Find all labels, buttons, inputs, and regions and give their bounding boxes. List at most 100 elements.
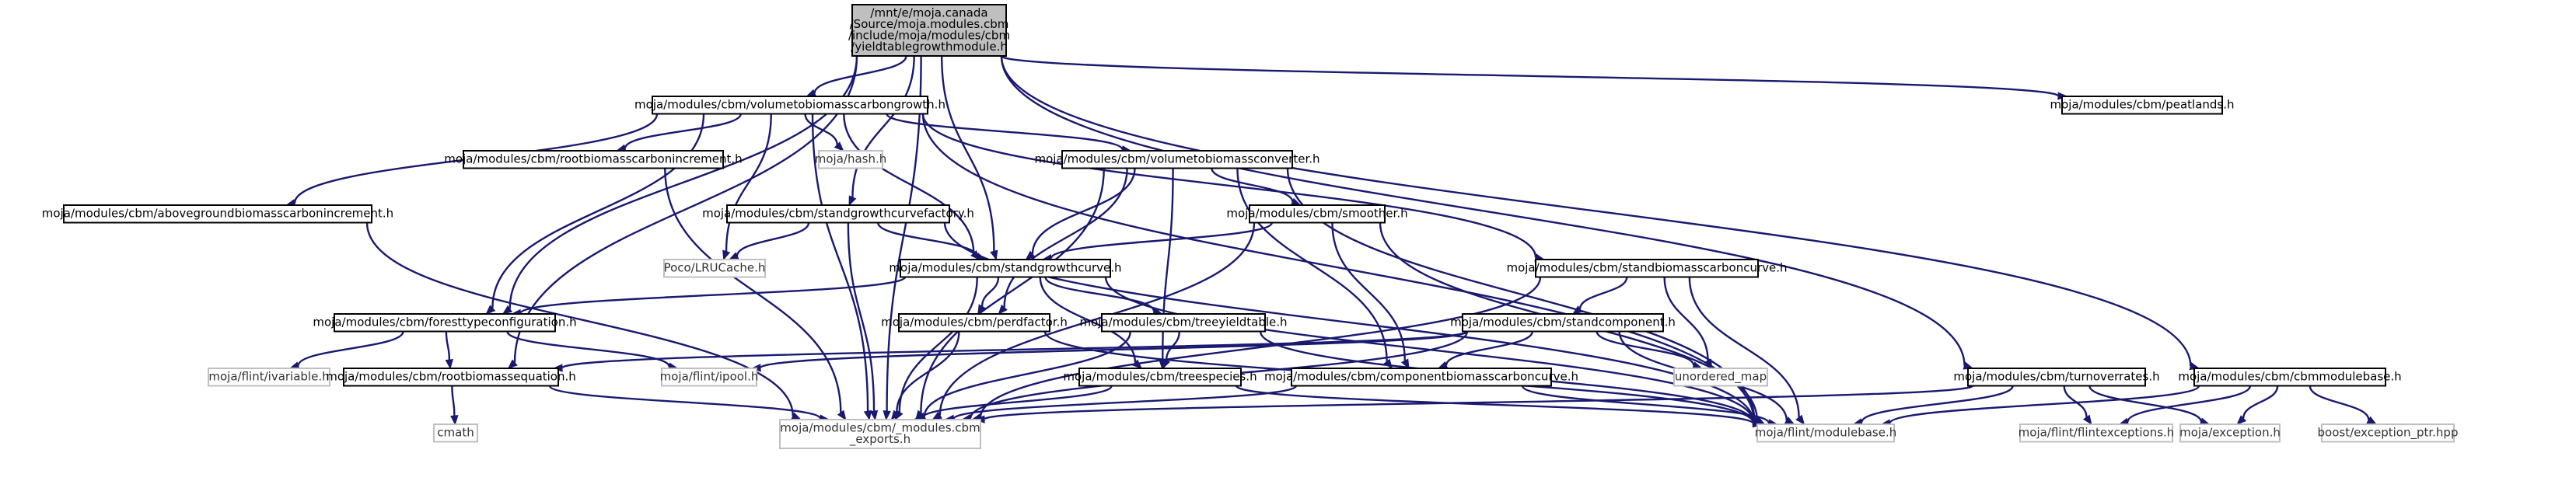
edge-volumetobiomassconverter-to-smoother <box>1211 168 1294 203</box>
node-box <box>1249 204 1386 224</box>
node-box <box>900 259 1111 278</box>
edge-standbiomasscarboncurve-to-exports <box>979 277 1542 418</box>
edge-root-to-exports <box>886 55 922 412</box>
node-hash: moja/hash.h <box>815 150 887 169</box>
node-label: moja/modules/cbm/rootbiomasscarbonincrem… <box>444 152 742 166</box>
edge-arrowhead <box>883 410 891 421</box>
header-nodes: /mnt/e/moja.canada/Source/moja.modules.c… <box>42 4 2459 449</box>
node-label: moja/modules/cbm/treeyieldtable.h <box>1079 315 1287 329</box>
edge-arrowhead <box>869 410 879 421</box>
node-root[interactable]: /mnt/e/moja.canada/Source/moja.modules.c… <box>848 4 1010 57</box>
node-treespecies[interactable]: moja/modules/cbm/treespecies.h <box>1063 368 1257 387</box>
edge-arrowhead <box>485 305 496 315</box>
edge-volumetobiomasscarbongrowth-to-modulebase <box>921 113 1755 422</box>
edge-rootbiomasscarbonincrement-to-exports <box>664 168 842 413</box>
node-exports: moja/modules/cbm/_modules.cbm_exports.h <box>779 419 981 449</box>
node-label: moja/modules/cbm/cbmmodulebase.h <box>2178 370 2401 384</box>
edge-rootbiomassequation-to-exports <box>548 385 822 420</box>
node-cmath: cmath <box>433 423 478 443</box>
edge-arrowhead <box>890 410 900 421</box>
node-box <box>779 419 981 449</box>
node-volumetobiomassconverter[interactable]: moja/modules/cbm/volumetobiomassconverte… <box>1034 150 1320 169</box>
node-label: moja/exception.h <box>2179 426 2281 440</box>
node-modulebase: moja/flint/modulebase.h <box>1755 423 1897 443</box>
node-standgrowthcurve[interactable]: moja/modules/cbm/standgrowthcurve.h <box>889 259 1122 278</box>
edge-root-to-peatlands <box>1000 54 2060 97</box>
node-standgrowthcurvefactory[interactable]: moja/modules/cbm/standgrowthcurvefactory… <box>702 204 974 224</box>
node-box <box>1078 368 1242 387</box>
node-rootbiomassequation[interactable]: moja/modules/cbm/rootbiomassequation.h <box>326 368 576 387</box>
edge-turnoverrates-to-exports <box>983 385 1974 420</box>
edge-cbmmodulebase-to-exception <box>2242 385 2279 419</box>
edge-standgrowthcurve-to-exports <box>898 277 978 413</box>
edge-volumetobiomassconverter-to-componentbiomasscarboncurve <box>1236 168 1388 362</box>
edge-smoother-to-exports <box>938 222 1256 416</box>
edge-volumetobiomasscarbongrowth-to-foresttypeconfiguration <box>491 113 705 308</box>
node-label: moja/flint/flintexceptions.h <box>2019 426 2175 440</box>
node-turnoverrates[interactable]: moja/modules/cbm/turnoverrates.h <box>1953 368 2160 387</box>
edge-foresttypeconfiguration-to-variable <box>297 331 404 367</box>
edge-standgrowthcurve-to-perdfactor <box>980 277 1000 307</box>
edge-arrowhead <box>863 410 872 421</box>
node-label: /mnt/e/moja.canada <box>870 6 987 20</box>
edge-smoother-to-componentbiomasscarboncurve <box>1331 222 1406 361</box>
edge-arrowhead <box>837 410 847 421</box>
node-label: moja/modules/cbm/standcomponent.h <box>1450 315 1676 329</box>
edge-turnoverrates-to-flintexceptions <box>2063 385 2088 418</box>
node-box <box>63 204 372 224</box>
edge-arrowhead <box>450 415 459 426</box>
node-box <box>661 368 757 387</box>
edge-root-to-standgrowthcurvefactory <box>851 55 915 197</box>
node-label: moja/modules/cbm/turnoverrates.h <box>1953 370 2159 384</box>
edge-arrowhead <box>1025 250 1036 260</box>
edge-componentbiomasscarboncurve-to-modulebase <box>1521 385 1770 423</box>
node-box <box>1101 313 1266 333</box>
node-box <box>2179 423 2281 443</box>
edge-arrowhead <box>834 141 844 152</box>
node-abovegroundbiomasscarbonincrement[interactable]: moja/modules/cbm/abovegroundbiomasscarbo… <box>42 204 393 224</box>
edge-treespecies-to-exports <box>921 385 1113 419</box>
node-peatlands[interactable]: moja/modules/cbm/peatlands.h <box>2050 96 2235 115</box>
edge-volumetobiomassconverter-to-perdfactor <box>1003 168 1128 308</box>
node-cbmmodulebase[interactable]: moja/modules/cbm/cbmmodulebase.h <box>2178 368 2402 387</box>
node-volumetobiomasscarbongrowth[interactable]: moja/modules/cbm/volumetobiomasscarbongr… <box>634 96 945 115</box>
node-label: moja/flint/modulebase.h <box>1755 426 1897 440</box>
node-smoother[interactable]: moja/modules/cbm/smoother.h <box>1226 204 1408 224</box>
edge-root-to-standgrowthcurve <box>940 55 995 252</box>
edge-arrowhead <box>2236 415 2247 425</box>
edge-cbmmodulebase-to-modulebase <box>1889 385 2200 424</box>
node-componentbiomasscarboncurve[interactable]: moja/modules/cbm/componentbiomasscarbonc… <box>1264 368 1578 387</box>
node-box <box>2019 423 2173 443</box>
edge-volumetobiomasscarbongrowth-to-volumetobiomassconverter <box>886 113 1124 150</box>
node-label: moja/hash.h <box>815 152 887 166</box>
node-label: boost/exception_ptr.hpp <box>2318 426 2459 441</box>
node-box <box>663 259 766 278</box>
node-box <box>1061 150 1293 169</box>
edge-arrowhead <box>977 304 986 315</box>
edge-arrowhead <box>1795 414 1805 426</box>
edge-foresttypeconfiguration-to-ipool <box>506 330 670 368</box>
node-box <box>2321 423 2455 443</box>
node-standcomponent[interactable]: moja/modules/cbm/standcomponent.h <box>1450 313 1676 333</box>
edge-standgrowthcurve-to-foresttypeconfiguration <box>519 276 907 315</box>
edge-arrowhead <box>507 359 518 369</box>
node-box <box>1756 423 1895 443</box>
node-label: moja/flint/ipool.h <box>660 370 759 384</box>
node-label: moja/modules/cbm/perdfactor.h <box>881 315 1068 329</box>
node-foresttypeconfiguration[interactable]: moja/modules/cbm/foresttypeconfiguration… <box>313 313 577 333</box>
node-variable: moja/flint/ivariable.h <box>208 368 330 387</box>
node-box <box>334 313 556 333</box>
edge-standbiomasscarboncurve-to-standcomponent <box>1578 277 1628 310</box>
node-perdfactor[interactable]: moja/modules/cbm/perdfactor.h <box>881 313 1068 333</box>
edge-standgrowthcurvefactory-to-exports <box>847 222 876 412</box>
edge-standgrowthcurvefactory-to-lrucache <box>736 222 810 256</box>
node-rootbiomasscarbonincrement[interactable]: moja/modules/cbm/rootbiomasscarbonincrem… <box>444 150 743 169</box>
node-box <box>851 4 1007 57</box>
edge-standcomponent-to-componentbiomasscarboncurve <box>1445 331 1534 366</box>
edge-volumetobiomasscarbongrowth-to-lrucache <box>725 113 772 252</box>
node-box <box>818 150 883 169</box>
node-label: moja/modules/cbm/peatlands.h <box>2050 98 2234 112</box>
node-treeyieldtable[interactable]: moja/modules/cbm/treeyieldtable.h <box>1079 313 1288 333</box>
node-standbiomasscarboncurve[interactable]: moja/modules/cbm/standbiomasscarboncurve… <box>1506 259 1788 278</box>
node-box <box>652 96 928 115</box>
